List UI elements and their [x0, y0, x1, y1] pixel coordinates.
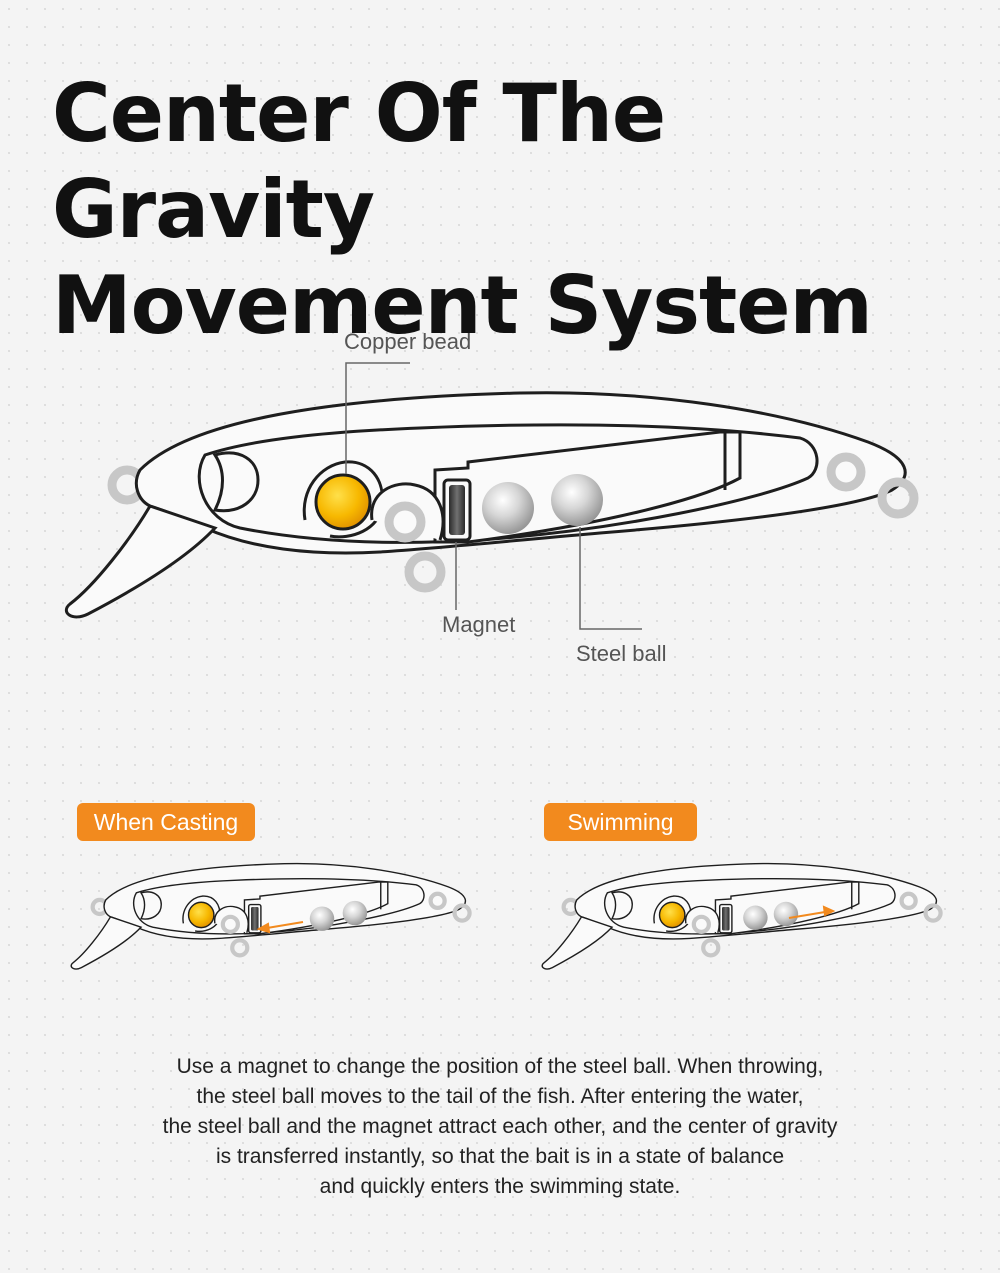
title-line-2: Movement System — [52, 259, 873, 352]
copper-bead-leader — [345, 362, 410, 474]
description-line: the steel ball moves to the tail of the … — [196, 1085, 804, 1108]
casting-arrow-icon — [256, 921, 304, 934]
description-line: and quickly enters the swimming state. — [319, 1175, 681, 1198]
casting-badge: When Casting — [77, 803, 255, 841]
steel-ball-leader — [579, 527, 642, 630]
title-line-1: Center Of The Gravity — [52, 67, 666, 256]
leader-lines — [345, 362, 642, 630]
swimming-arrow-icon — [788, 905, 836, 919]
steel-ball-label: Steel ball — [576, 641, 667, 666]
page-title: Center Of The Gravity Movement System — [52, 66, 1000, 354]
description-line: the steel ball and the magnet attract ea… — [162, 1115, 838, 1138]
description-line: Use a magnet to change the position of t… — [176, 1055, 824, 1078]
description: Use a magnet to change the position of t… — [60, 1052, 940, 1202]
swimming-badge: Swimming — [544, 803, 697, 841]
description-line: is transferred instantly, so that the ba… — [215, 1145, 785, 1168]
steel-ball-1 — [482, 482, 534, 534]
magnet-label: Magnet — [442, 612, 516, 637]
casting-lure — [71, 864, 469, 969]
swimming-lure — [542, 864, 940, 969]
steel-ball-2 — [551, 474, 603, 526]
copper-bead-label: Copper bead — [344, 329, 472, 354]
